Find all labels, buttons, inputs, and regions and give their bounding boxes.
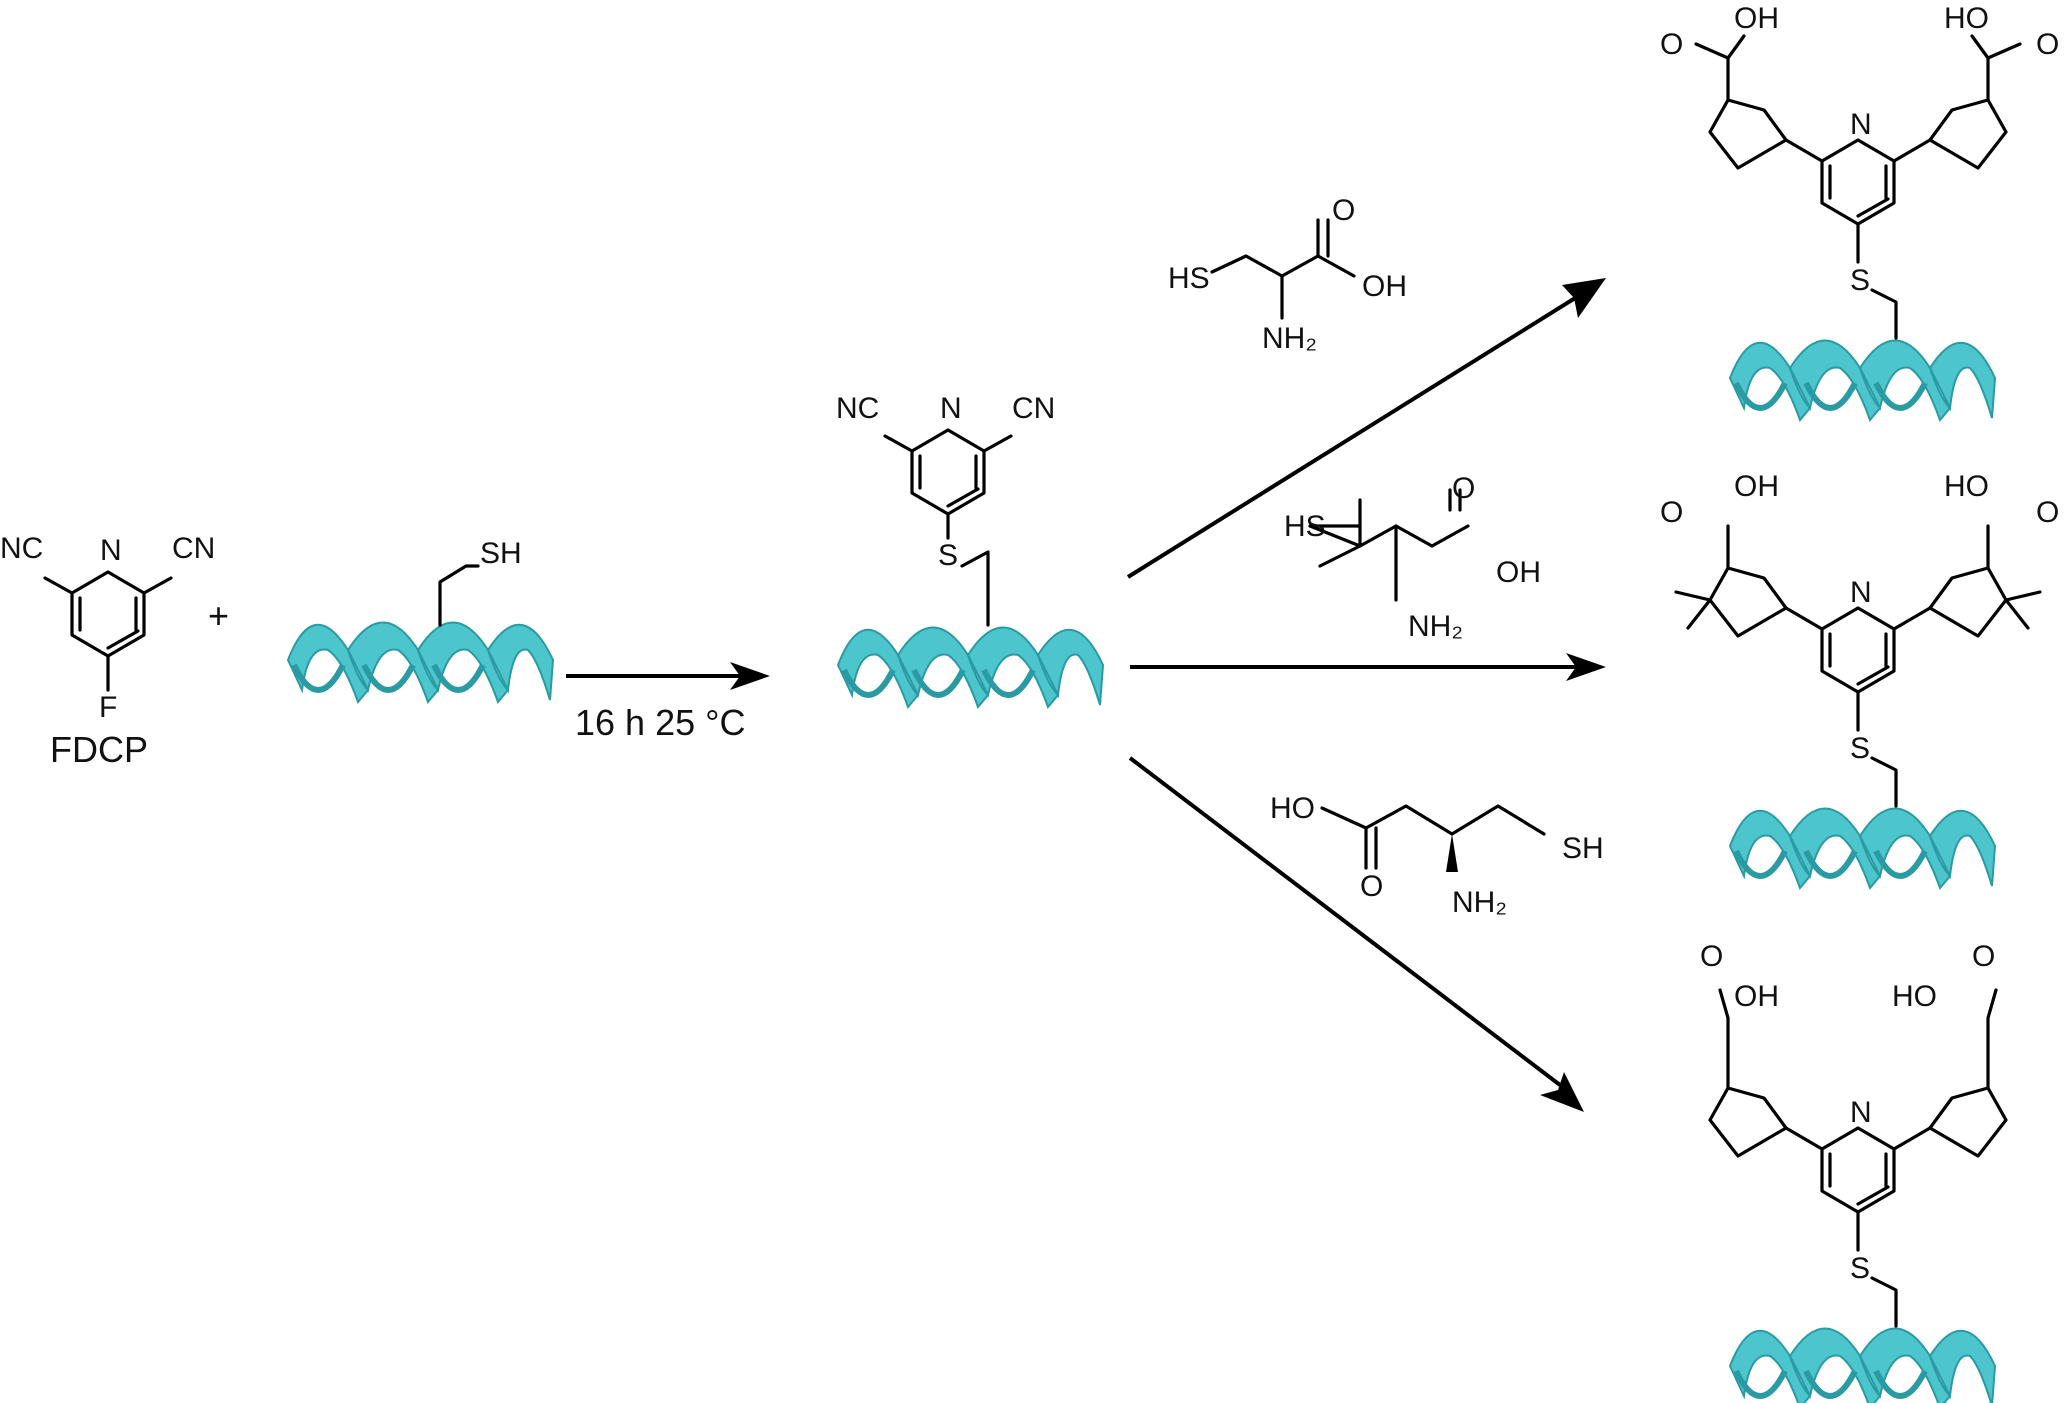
reagent-cysteine: HS OH O NH₂: [1168, 194, 1407, 355]
product2-o-left: O: [1660, 496, 1683, 529]
thiol-label: SH: [480, 537, 522, 570]
peptide-thiol: SH: [288, 537, 553, 702]
fdcp-molecule: N NC CN F FDCP: [0, 532, 215, 770]
product1-ho-right: HO: [1944, 2, 1989, 35]
product-3: OH HO O O N S: [1700, 940, 2008, 1403]
reagent2-hs-label: HS: [1284, 510, 1326, 543]
product3-oh-left: OH: [1734, 980, 1779, 1013]
reagent1-o-label: O: [1332, 194, 1355, 227]
helix-icon: [288, 623, 553, 703]
intermediate-n-atom: N: [940, 392, 962, 425]
product1-s-atom: S: [1850, 264, 1870, 297]
reagent3-o-label: O: [1360, 870, 1383, 903]
product2-o-right: O: [2036, 496, 2059, 529]
helix-icon: [1730, 341, 1995, 421]
fdcp-cn-label: CN: [172, 532, 215, 565]
reagent1-oh-label: OH: [1362, 270, 1407, 303]
intermediate-cn-label: CN: [1012, 392, 1055, 425]
helix-icon: [1730, 1329, 1995, 1403]
reagent2-oh-label: OH: [1496, 556, 1541, 589]
product1-n-atom: N: [1850, 108, 1872, 141]
plus-sign: +: [208, 595, 229, 636]
fdcp-nc-label: NC: [0, 532, 43, 565]
intermediate-s-atom: S: [938, 539, 958, 572]
fdcp-f-atom: F: [99, 691, 117, 724]
fdcp-n-atom: N: [100, 534, 122, 567]
product1-o-right: O: [2036, 28, 2059, 61]
helix-icon: [838, 628, 1103, 708]
reagent2-nh2-label: NH₂: [1408, 610, 1463, 643]
intermediate-nc-label: NC: [836, 392, 879, 425]
product2-s-atom: S: [1850, 732, 1870, 765]
reagent3-nh2-label: NH₂: [1452, 886, 1507, 919]
product2-oh-left: OH: [1734, 470, 1779, 503]
reagent1-hs-label: HS: [1168, 262, 1210, 295]
reagent-beta-homocysteine: HO SH O NH₂: [1270, 792, 1604, 919]
product1-oh-left: OH: [1734, 2, 1779, 35]
branch-arrow-bottom: [1128, 756, 1584, 1112]
product3-s-atom: S: [1850, 1252, 1870, 1285]
branch-arrow-middle: [1130, 653, 1606, 681]
product2-ho-right: HO: [1944, 470, 1989, 503]
reagent-penicillamine: HS OH O NH₂: [1284, 472, 1541, 643]
product3-o-left: O: [1700, 940, 1723, 973]
product-2: OH HO O O N S: [1660, 470, 2059, 888]
product2-n-atom: N: [1850, 576, 1872, 609]
reagent3-sh-label: SH: [1562, 832, 1604, 865]
helix-icon: [1730, 809, 1995, 889]
product-1: OH HO O O N S: [1660, 2, 2059, 420]
product1-o-left: O: [1660, 28, 1683, 61]
reagent2-o-label: O: [1452, 472, 1475, 505]
product3-o-right: O: [1972, 940, 1995, 973]
product3-ho-right: HO: [1892, 980, 1937, 1013]
reaction-arrow: [566, 662, 770, 690]
reaction-conditions: 16 h 25 °C: [575, 702, 746, 743]
reagent1-nh2-label: NH₂: [1262, 322, 1317, 355]
branch-arrow-top: [1126, 278, 1606, 579]
product3-n-atom: N: [1850, 1096, 1872, 1129]
intermediate-molecule: N NC CN S: [836, 392, 1103, 707]
reagent3-oh-label: HO: [1270, 792, 1315, 825]
fdcp-name-label: FDCP: [50, 729, 148, 770]
